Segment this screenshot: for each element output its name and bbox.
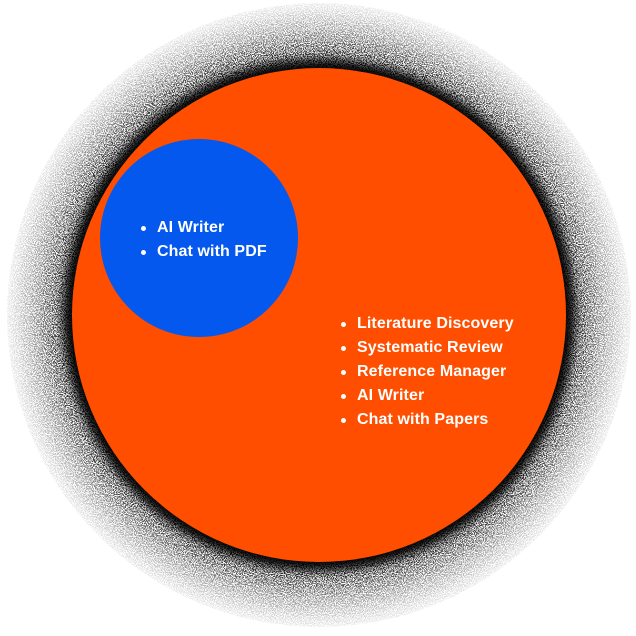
bullet-icon xyxy=(141,225,146,231)
list-item: Reference Manager xyxy=(341,360,514,384)
bullet-icon xyxy=(341,417,346,423)
list-item: Chat with Papers xyxy=(341,408,514,432)
list-item: Systematic Review xyxy=(341,336,514,360)
bullet-icon xyxy=(141,249,146,255)
bullet-icon xyxy=(341,321,346,327)
list-item-label: Systematic Review xyxy=(357,339,503,356)
inner-circle xyxy=(100,139,298,337)
bullet-icon xyxy=(341,345,346,351)
list-item: AI Writer xyxy=(141,216,267,240)
bullet-icon xyxy=(341,369,346,375)
list-item-label: Chat with PDF xyxy=(157,243,267,260)
list-item: Chat with PDF xyxy=(141,240,267,264)
list-item-label: AI Writer xyxy=(157,219,225,236)
list-item-label: AI Writer xyxy=(357,387,425,404)
list-item: AI Writer xyxy=(341,384,514,408)
list-item-label: Reference Manager xyxy=(357,363,507,380)
bullet-icon xyxy=(341,393,346,399)
list-item: Literature Discovery xyxy=(341,312,514,336)
inner-circle-list: AI Writer Chat with PDF xyxy=(141,216,267,264)
list-item-label: Chat with Papers xyxy=(357,411,489,428)
list-item-label: Literature Discovery xyxy=(357,315,514,332)
outer-circle-list: Literature Discovery Systematic Review R… xyxy=(341,312,514,432)
